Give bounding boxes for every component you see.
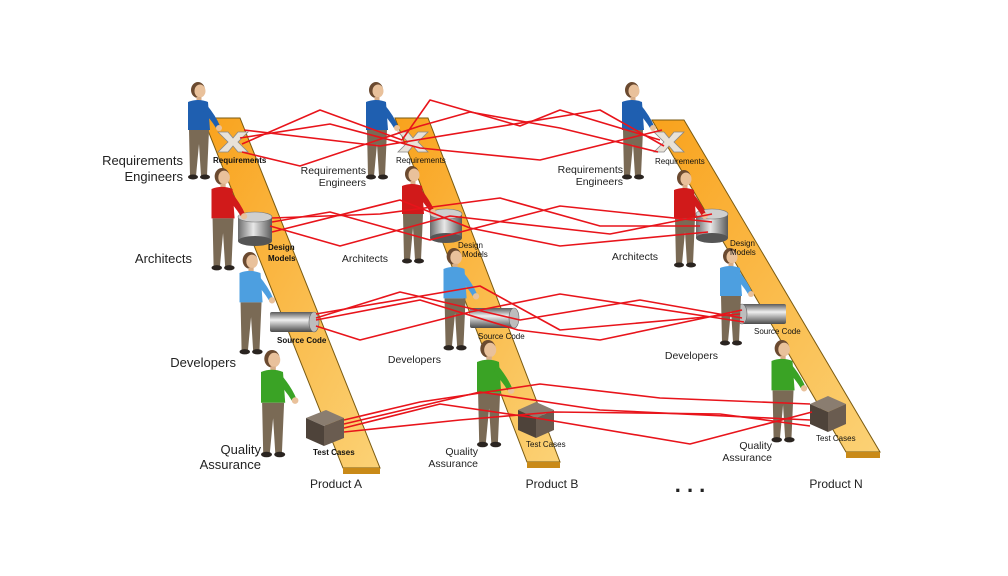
product-a-test-cases-artifact <box>306 410 344 446</box>
product-n-requirements-artifact <box>653 131 685 153</box>
product-b-role-architects: Architects <box>342 253 388 265</box>
product-a-artifact-requirements: Requirements <box>213 156 267 165</box>
product-a-role-engineers: Engineers <box>124 169 183 184</box>
product-a-developer <box>239 252 276 355</box>
product-n-test-cases-artifact <box>810 396 846 432</box>
product-n-role-architects: Architects <box>612 251 658 263</box>
product-b-developer <box>443 248 480 351</box>
product-a-role-quality: Quality <box>221 442 262 457</box>
people-figures <box>188 82 808 458</box>
product-a-artifact-models: Models <box>268 254 296 263</box>
product-n-label: Product N <box>809 477 862 491</box>
product-a-artifact-test-cases: Test Cases <box>313 448 355 457</box>
product-n-role-assurance: Assurance <box>722 452 772 464</box>
product-b-role-quality: Quality <box>445 446 478 458</box>
product-n-architect <box>674 170 708 268</box>
product-b-artifact-test-cases: Test Cases <box>526 440 566 449</box>
product-a-belt <box>202 117 381 474</box>
product-b-role-developers: Developers <box>388 354 441 366</box>
product-a-role-developers: Developers <box>170 355 236 370</box>
product-n-artifact-models: Models <box>730 248 756 257</box>
product-n-role-engineers: Engineers <box>576 176 623 188</box>
product-n-role-quality: Quality <box>739 440 772 452</box>
product-b-artifact-design: Design <box>458 241 483 250</box>
product-b-role-engineers: Engineers <box>319 177 366 189</box>
product-n-artifact-test-cases: Test Cases <box>816 434 856 443</box>
product-b-artifact-requirements: Requirements <box>396 156 446 165</box>
product-b-architect <box>402 166 436 264</box>
product-b-artifact-source-code: Source Code <box>478 332 525 341</box>
product-a-label: Product A <box>310 477 362 491</box>
product-n-qa-engineer <box>771 340 808 443</box>
product-a-qa-engineer <box>261 350 299 458</box>
product-b-role-requirements: Requirements <box>301 165 366 177</box>
product-a-source-code-artifact <box>270 311 320 333</box>
product-n-source-code-artifact <box>736 303 786 325</box>
trace-lines <box>239 99 813 445</box>
product-n-artifact-design: Design <box>730 239 755 248</box>
product-n-artifact-requirements: Requirements <box>655 157 705 166</box>
product-b-requirements-engineer <box>366 82 400 180</box>
product-a-artifact-design: Design <box>268 243 295 252</box>
product-a-requirements-artifact <box>217 131 249 153</box>
product-n-role-requirements: Requirements <box>558 164 623 176</box>
product-b-requirements-artifact <box>397 131 429 153</box>
product-n-artifact-source-code: Source Code <box>754 327 801 336</box>
product-n-requirements-engineer <box>622 82 656 180</box>
product-b-artifact-models: Models <box>462 250 488 259</box>
product-b-role-assurance: Assurance <box>428 458 478 470</box>
product-n-role-developers: Developers <box>665 350 718 362</box>
product-a-role-assurance: Assurance <box>200 457 261 472</box>
product-a-artifact-source-code: Source Code <box>277 336 327 345</box>
product-a-requirements-engineer <box>188 82 222 180</box>
product-n-developer <box>720 248 754 346</box>
more-products-ellipsis: . . . <box>675 472 706 497</box>
product-b-label: Product B <box>526 477 579 491</box>
product-a-role-requirements: Requirements <box>102 153 183 168</box>
product-b-qa-engineer <box>477 340 515 448</box>
product-a-architect <box>211 168 248 271</box>
product-a-role-architects: Architects <box>135 251 193 266</box>
